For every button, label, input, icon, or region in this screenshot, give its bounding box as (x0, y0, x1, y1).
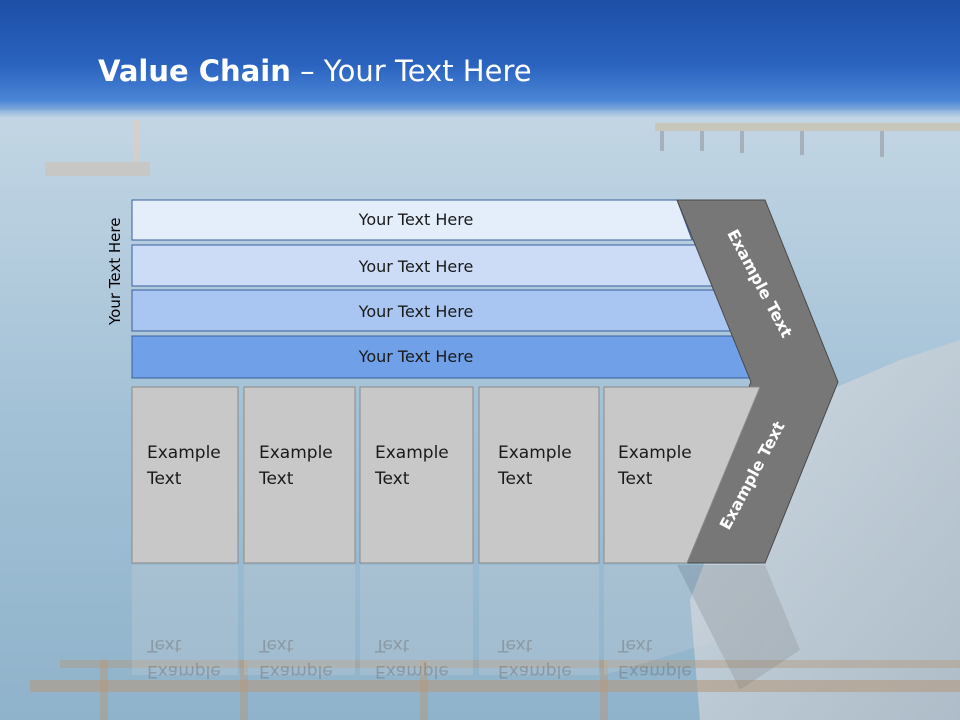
title-rest: – Your Text Here (290, 54, 532, 88)
activity-reflection-3: Example Text (375, 635, 449, 681)
activity-reflection-5: Example Text (618, 635, 692, 681)
activity-reflection-1: Example Text (147, 635, 221, 681)
activity-box-1 (131, 386, 239, 564)
activity-box-2 (243, 386, 356, 564)
title-bold: Value Chain (98, 54, 291, 88)
activity-reflection-4: Example Text (498, 635, 572, 681)
support-bar-1 (131, 199, 693, 241)
activity-box-3 (359, 386, 474, 564)
activity-label-3: Example Text (375, 443, 449, 489)
support-bar-4-label: Your Text Here (358, 347, 474, 366)
activity-label-1: Example Text (147, 443, 221, 489)
activity-box-4 (478, 386, 600, 564)
support-bar-2-label: Your Text Here (358, 257, 474, 276)
activity-label-4: Example Text (498, 443, 572, 489)
activity-reflection-2: Example Text (259, 635, 333, 681)
side-label: Your Text Here (106, 217, 124, 325)
support-bar-1-label: Your Text Here (358, 210, 474, 229)
activity-label-5: Example Text (618, 443, 692, 489)
title-band (0, 0, 960, 118)
support-bar-3-label: Your Text Here (358, 302, 474, 321)
reflection (132, 565, 800, 690)
slide-title: Value Chain – Your Text Here (98, 54, 532, 88)
activity-label-2: Example Text (259, 443, 333, 489)
activity-box-5 (603, 386, 761, 564)
